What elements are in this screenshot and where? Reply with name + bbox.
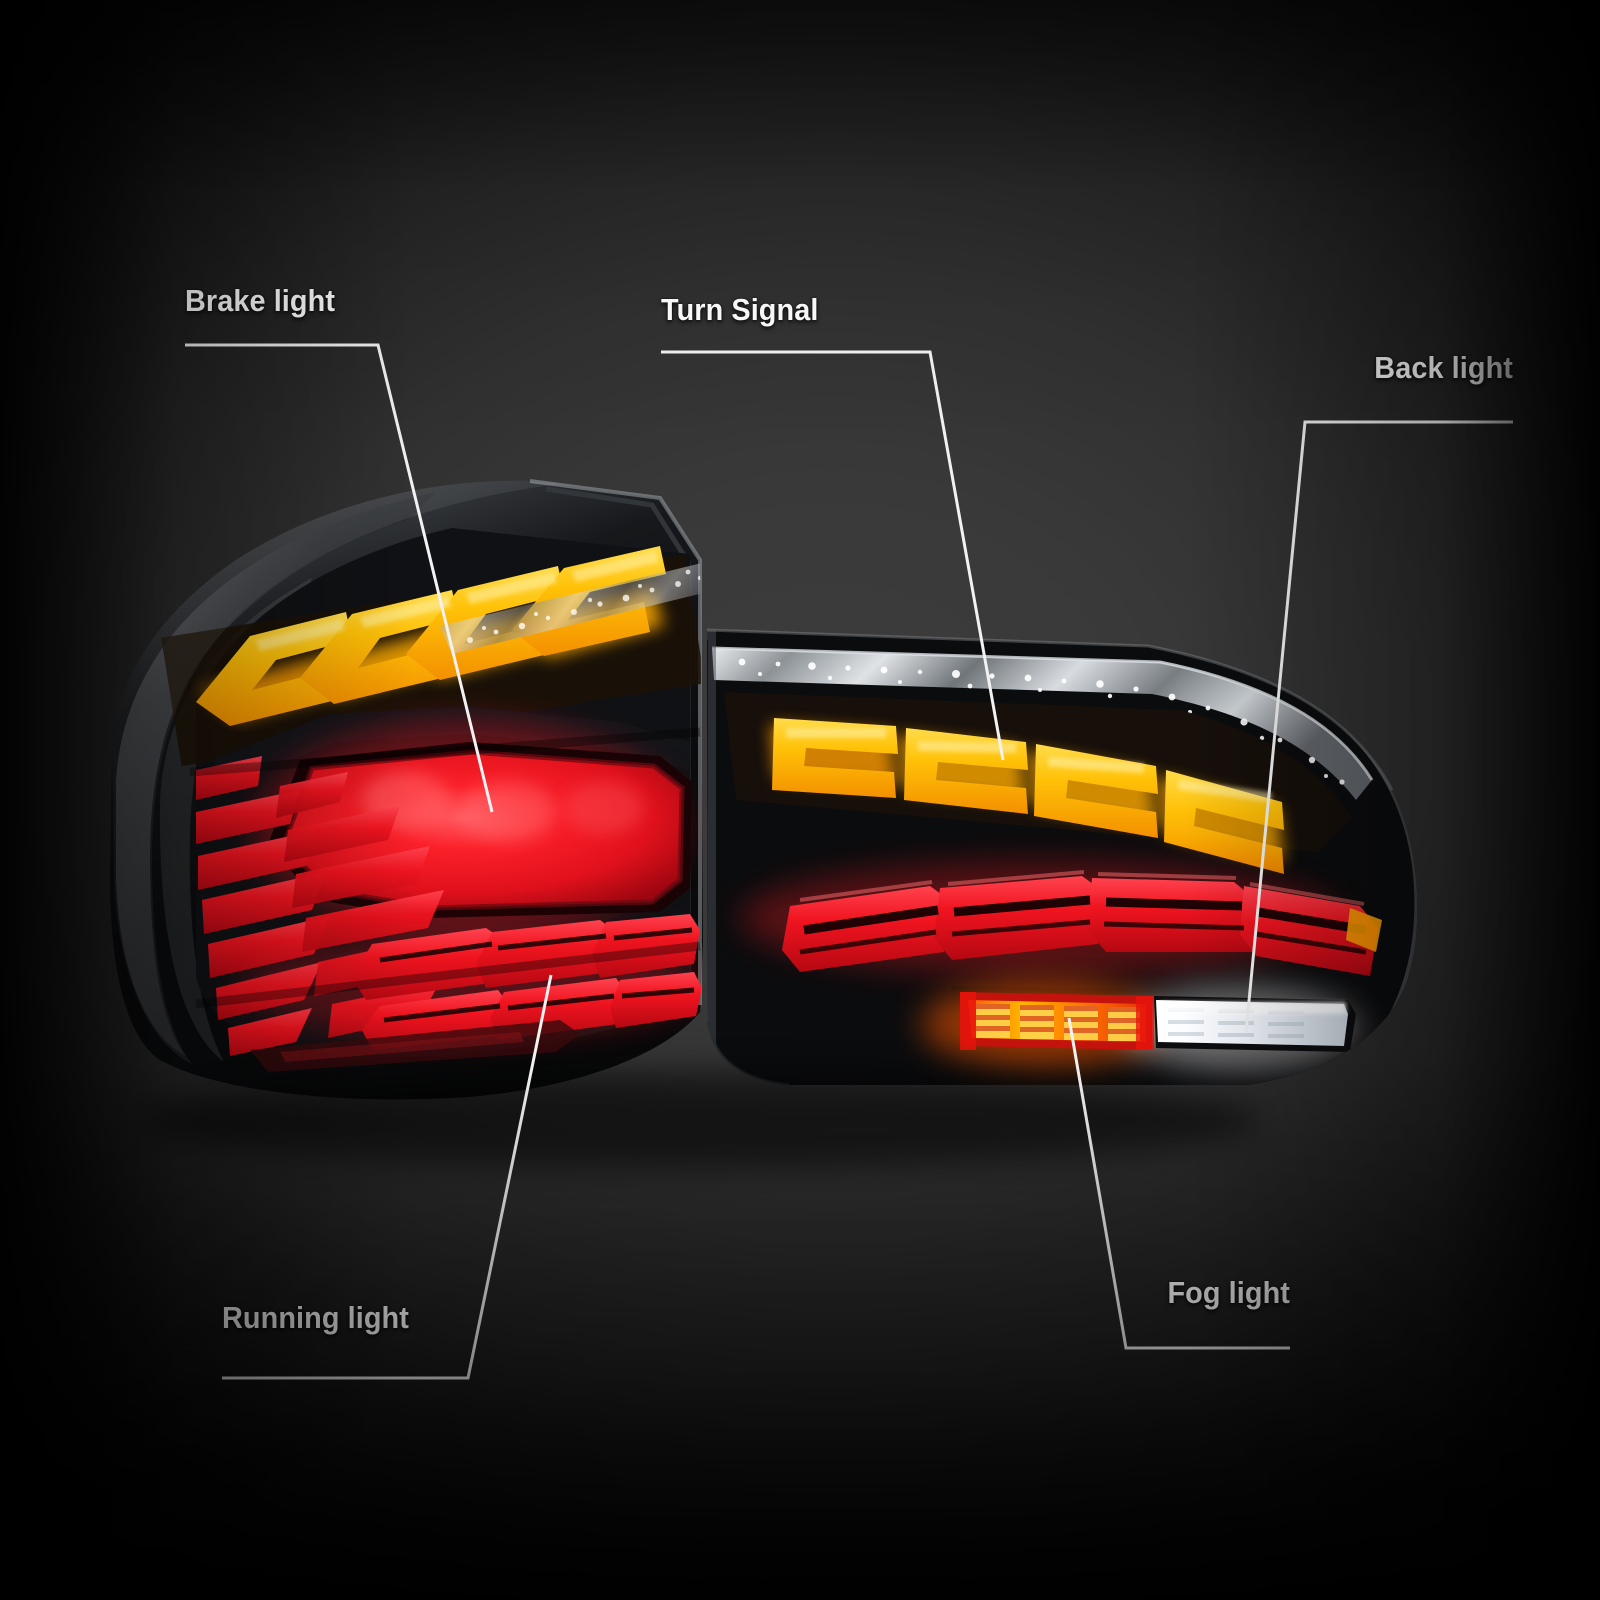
label-fog-light: Fog light [1167, 1275, 1290, 1310]
label-turn-signal: Turn Signal [661, 292, 819, 327]
lower-light-strip [922, 980, 1370, 1070]
label-running-light: Running light [222, 1300, 409, 1335]
label-back-light: Back light [1374, 350, 1513, 385]
reverse-back-light [1154, 996, 1356, 1052]
right-lamp-section [706, 628, 1418, 1087]
left-lamp-section [110, 479, 703, 1100]
label-brake-light: Brake light [185, 283, 336, 318]
fog-light-cells [960, 992, 1154, 1050]
